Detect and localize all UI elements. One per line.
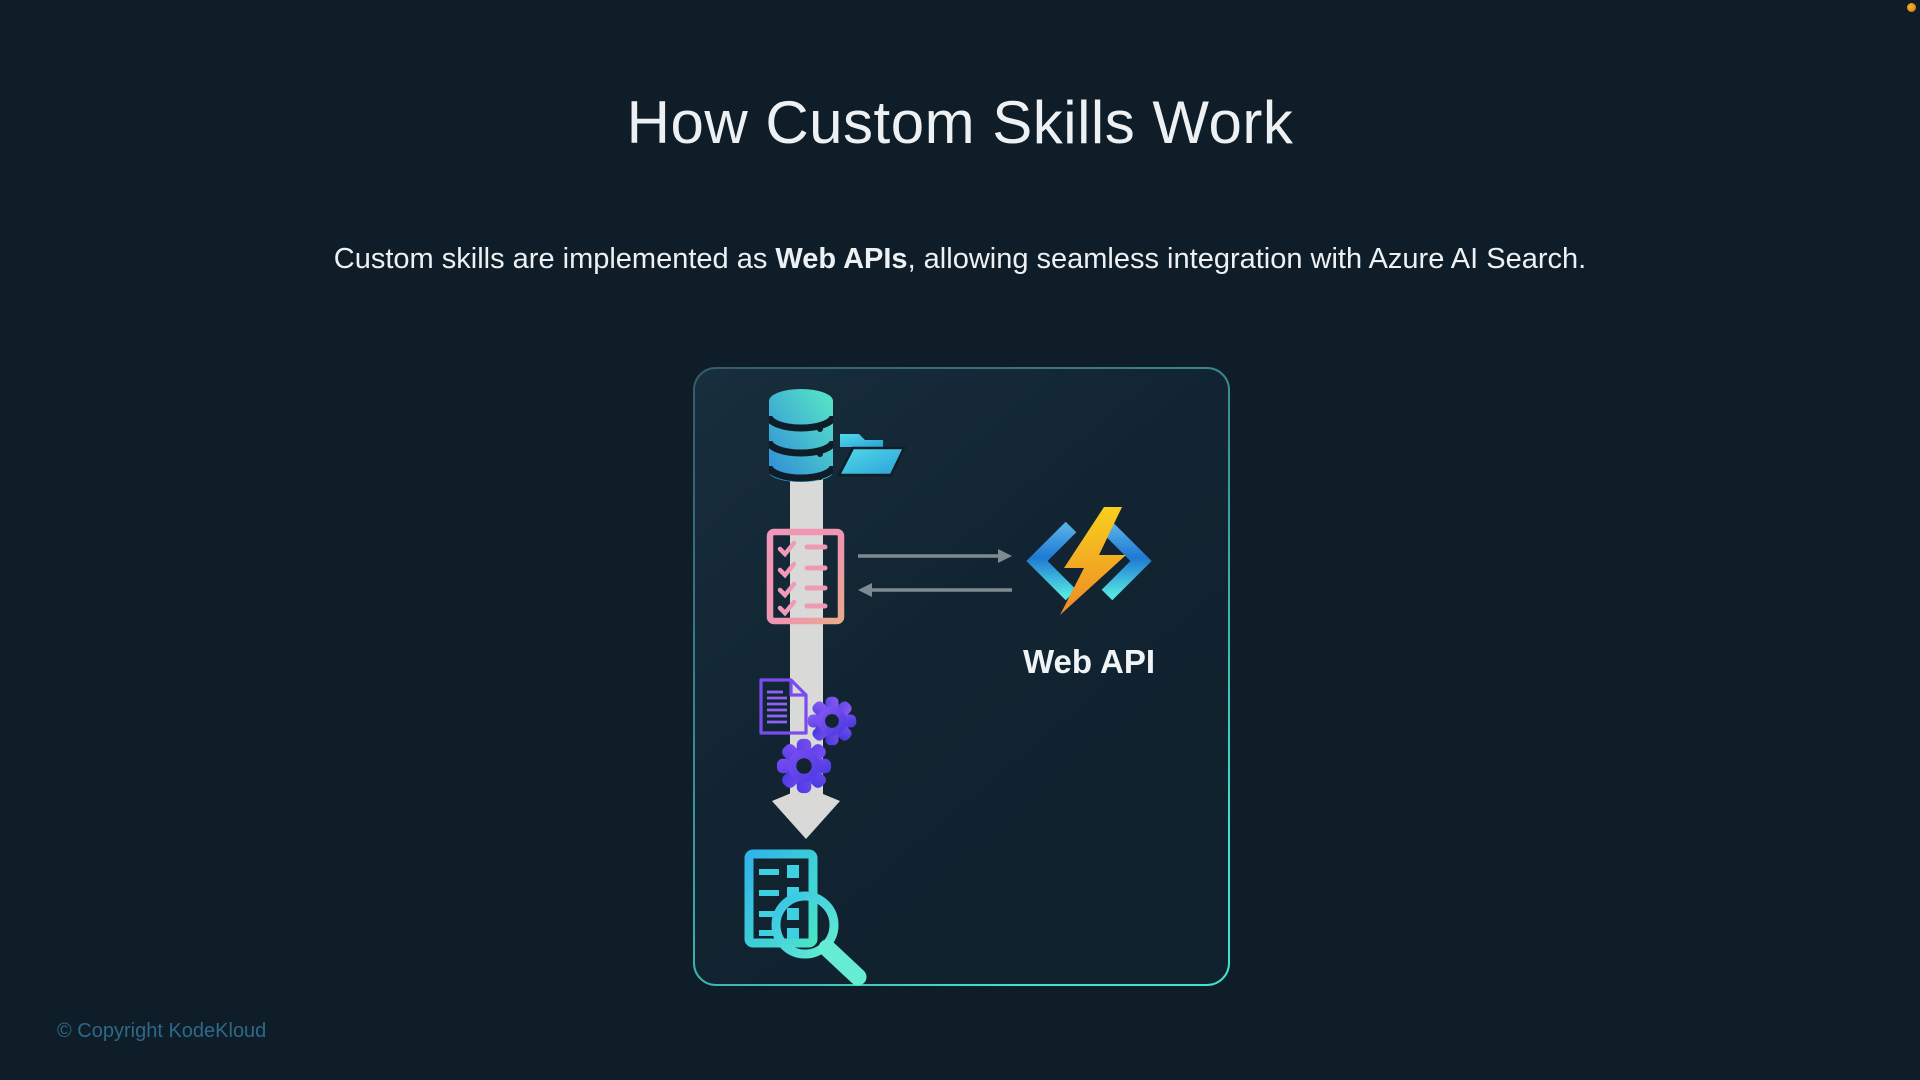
index-row-squares — [787, 865, 799, 939]
subtitle-suffix: , allowing seamless integration with Azu… — [907, 243, 1587, 275]
right-angle-bracket — [1101, 521, 1152, 601]
skillset-checklist-icon — [766, 528, 845, 625]
document-text-lines — [767, 690, 787, 724]
magnifier-lens — [771, 891, 839, 959]
lightning-bolt — [1060, 507, 1126, 615]
gear-icon-bottom — [776, 738, 832, 794]
arrow-down-icon — [772, 787, 840, 839]
subtitle-prefix: Custom skills are implemented as — [333, 243, 776, 275]
web-api-label: Web API — [1022, 643, 1156, 680]
left-angle-bracket — [1026, 521, 1077, 601]
page-title: How Custom Skills Work — [626, 89, 1294, 156]
database-icon — [769, 389, 833, 482]
copyright-text: © Copyright KodeKloud — [57, 1020, 267, 1042]
subtitle-bold: Web APIs — [775, 243, 908, 275]
recording-dot-indicator — [1907, 3, 1916, 12]
dash-lines — [804, 544, 828, 609]
slide-subtitle: Custom skills are implemented as Web API… — [0, 243, 1920, 276]
gear-icon-top — [807, 696, 857, 746]
document-icon — [759, 678, 808, 735]
arrow-left-icon — [858, 583, 1012, 597]
arrow-right-icon — [858, 549, 1012, 563]
check-marks — [777, 540, 797, 617]
search-index-magnifier-icon — [744, 849, 867, 986]
diagram-panel: Web API — [693, 367, 1230, 986]
panel-border — [693, 367, 1230, 986]
magnifier-handle — [818, 939, 867, 986]
folder-icon — [836, 434, 906, 477]
azure-function-bolt-icon — [1026, 507, 1152, 615]
